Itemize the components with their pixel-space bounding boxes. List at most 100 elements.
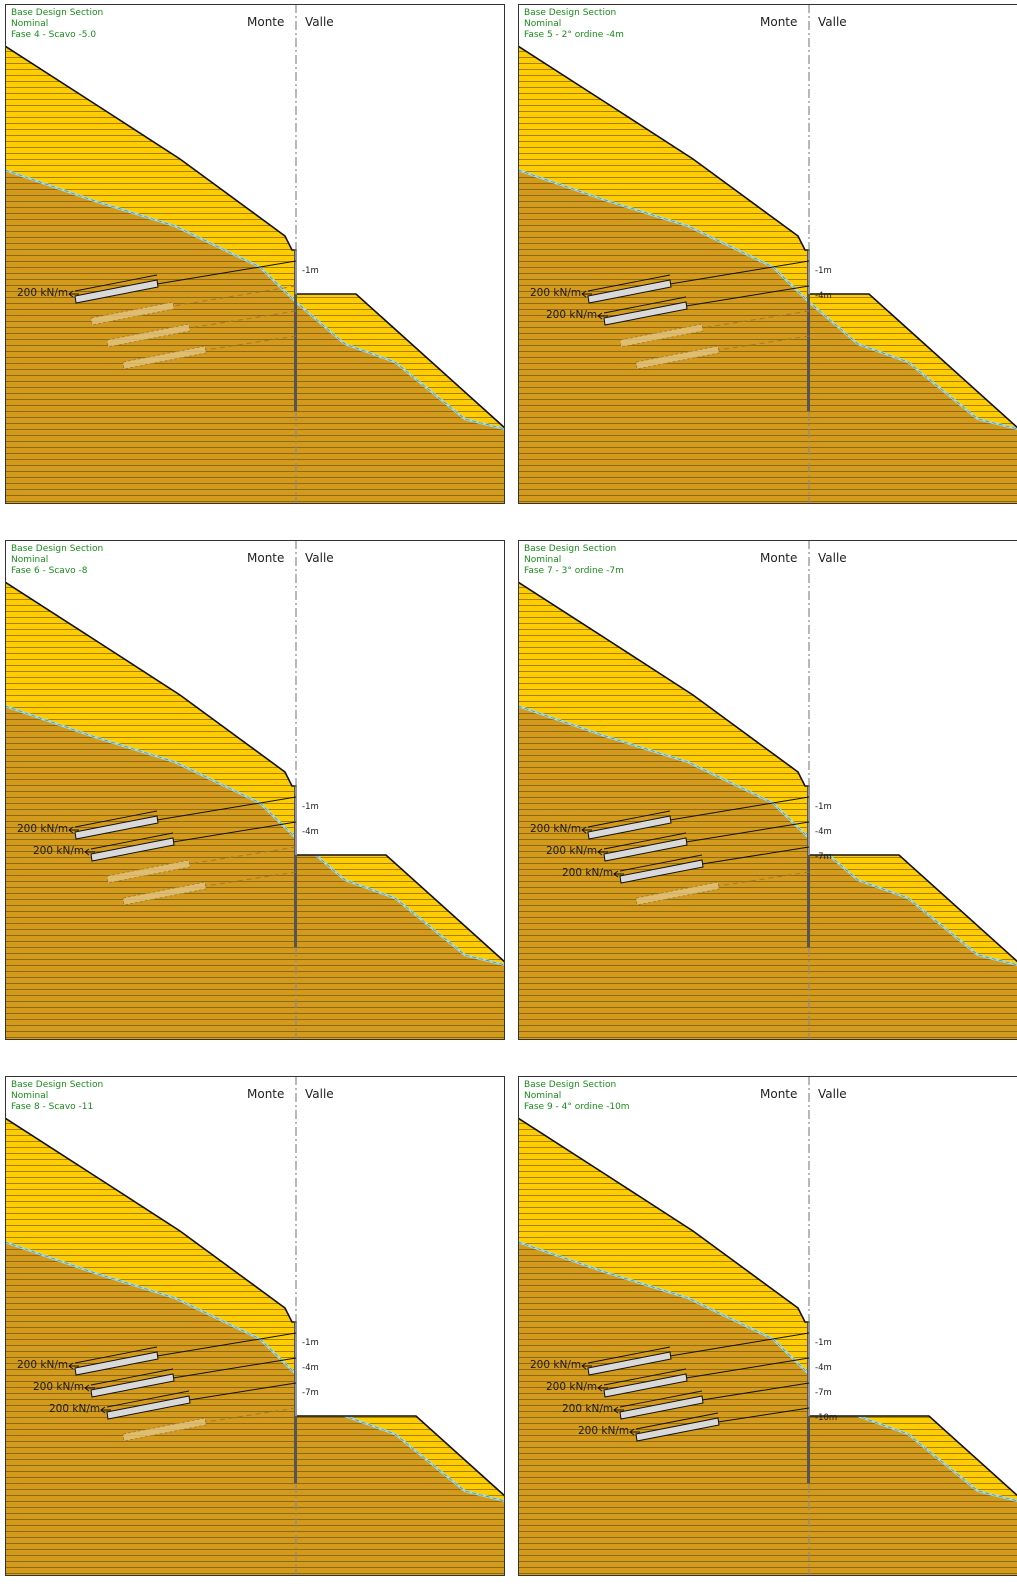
valle-label: Valle	[818, 1087, 847, 1101]
anchor-level-label: -1m	[815, 1338, 832, 1348]
active-anchor	[581, 796, 810, 840]
section-drawing	[518, 1076, 1017, 1576]
anchor-tendon	[685, 821, 810, 843]
anchor-level-label: -4m	[815, 291, 832, 301]
active-anchor	[629, 1407, 810, 1442]
anchor-bulb-future	[635, 345, 720, 370]
monte-label: Monte	[247, 1087, 285, 1101]
valle-label: Valle	[818, 551, 847, 565]
active-anchor	[597, 1357, 810, 1398]
active-anchor	[613, 1382, 810, 1420]
case-name: Nominal	[524, 555, 562, 565]
active-anchor	[100, 1382, 297, 1420]
anchor-bulb	[587, 279, 672, 304]
anchor-load-label: 200 kN/m	[578, 1425, 630, 1437]
phase-name: Fase 9 - 4° ordine -10m	[524, 1102, 630, 1112]
anchor-level-label: -1m	[815, 266, 832, 276]
anchor-bulb	[106, 1395, 191, 1420]
inactive-anchor	[619, 310, 810, 348]
anchor-load-label: 200 kN/m	[562, 1403, 614, 1415]
anchor-tendon-future	[717, 335, 810, 351]
section-drawing	[5, 1076, 505, 1576]
anchor-tendon-future	[172, 285, 297, 307]
anchor-tendon	[701, 846, 810, 865]
anchor-tendon-future	[204, 1407, 297, 1423]
anchor-tendon	[685, 1357, 810, 1379]
monte-label: Monte	[247, 551, 285, 565]
active-anchor	[613, 846, 810, 884]
phase-name: Fase 8 - Scavo -11	[11, 1102, 94, 1112]
phase-name: Fase 7 - 3° ordine -7m	[524, 566, 624, 576]
active-anchor	[581, 260, 810, 304]
retaining-wall	[807, 787, 810, 947]
anchor-load-label: 200 kN/m	[17, 1359, 69, 1371]
active-anchor	[68, 796, 297, 840]
anchor-bulb-future	[122, 345, 207, 370]
valle-label: Valle	[305, 551, 334, 565]
anchor-bulb	[603, 1373, 688, 1398]
anchor-bulb	[74, 279, 159, 304]
valle-label: Valle	[305, 15, 334, 29]
anchor-tendon	[172, 1357, 297, 1379]
anchor-load-label: 200 kN/m	[49, 1403, 101, 1415]
anchor-bulb-future	[122, 881, 207, 906]
case-name: Nominal	[524, 1091, 562, 1101]
anchor-level-label: -1m	[302, 1338, 319, 1348]
anchor-bulb	[74, 815, 159, 840]
anchor-bulb	[619, 1395, 704, 1420]
anchor-level-label: -10m	[815, 1413, 838, 1423]
anchor-bulb	[587, 1351, 672, 1376]
phase-name: Fase 5 - 2° ordine -4m	[524, 30, 624, 40]
anchor-bulb	[74, 1351, 159, 1376]
anchor-level-label: -7m	[815, 1388, 832, 1398]
anchor-tendon	[156, 260, 297, 285]
anchor-tendon	[156, 796, 297, 821]
anchor-load-label: 200 kN/m	[33, 1381, 85, 1393]
section-name: Base Design Section	[524, 1080, 617, 1090]
valley-surface-line	[809, 1415, 1017, 1497]
panel-frame	[518, 1076, 1017, 1576]
anchor-bulb	[603, 837, 688, 862]
anchor-tendon	[669, 1332, 810, 1357]
anchor-bulb	[90, 1373, 175, 1398]
section-name: Base Design Section	[11, 544, 104, 554]
anchor-load-label: 200 kN/m	[17, 287, 69, 299]
anchor-level-label: -1m	[302, 266, 319, 276]
inactive-anchor	[122, 1407, 297, 1442]
anchor-bulb	[635, 1417, 720, 1442]
inactive-anchor	[635, 871, 810, 906]
anchor-bulb-future	[619, 323, 704, 348]
panel-frame	[5, 4, 505, 504]
section-drawing	[518, 540, 1017, 1040]
panel-frame	[518, 4, 1017, 504]
section-name: Base Design Section	[11, 8, 104, 18]
valle-label: Valle	[818, 15, 847, 29]
anchor-load-label: 200 kN/m	[562, 867, 614, 879]
anchor-tendon-future	[717, 871, 810, 887]
active-anchor	[597, 821, 810, 862]
anchor-bulb-future	[90, 301, 175, 326]
valle-label: Valle	[305, 1087, 334, 1101]
monte-label: Monte	[760, 551, 798, 565]
anchor-tendon	[188, 1382, 297, 1401]
section-drawing	[5, 4, 505, 504]
monte-label: Monte	[760, 15, 798, 29]
anchor-bulb	[603, 301, 688, 326]
retaining-wall	[294, 251, 297, 411]
anchor-level-label: -4m	[815, 1363, 832, 1373]
anchor-tendon	[717, 1407, 810, 1423]
anchor-load-label: 200 kN/m	[546, 845, 598, 857]
inactive-anchor	[106, 846, 297, 884]
inactive-anchor	[635, 335, 810, 370]
active-anchor	[68, 260, 297, 304]
anchor-load-label: 200 kN/m	[33, 845, 85, 857]
inactive-anchor	[106, 310, 297, 348]
anchor-tendon	[701, 1382, 810, 1401]
anchor-bulb	[587, 815, 672, 840]
